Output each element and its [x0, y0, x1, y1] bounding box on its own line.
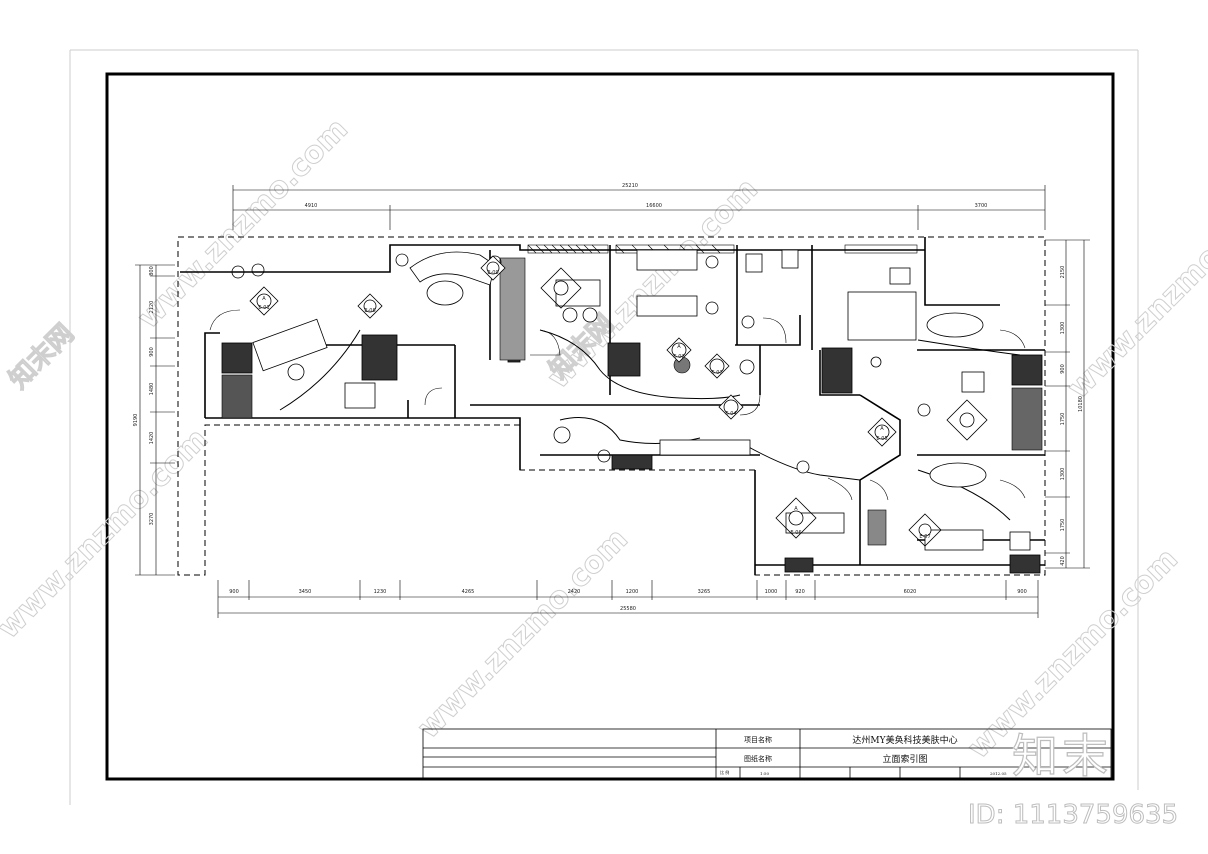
dim-bottom-seg-7: 3265	[698, 589, 711, 595]
elevation-tag-4: E-04	[725, 411, 736, 417]
dim-left-seg-1: 800	[149, 266, 155, 276]
dim-right-seg-3: 900	[1060, 364, 1066, 374]
dim-right-seg-4: 1750	[1060, 413, 1066, 426]
view-letter-3: A	[794, 506, 798, 512]
scale-label: 比 例	[720, 769, 729, 775]
drawing-name: 立面索引图	[882, 753, 927, 765]
left-dimension-chain	[135, 264, 175, 576]
elevation-tag-2: E-02	[673, 354, 684, 360]
dim-bottom-seg-8: 1000	[765, 589, 778, 595]
elevation-tag-8: E-08	[364, 308, 375, 314]
dim-right-seg-1: 2150	[1060, 266, 1066, 279]
stone-strips	[221, 257, 1043, 546]
elevation-tag-9: E-09	[487, 270, 498, 276]
dim-left-seg-5: 1420	[149, 432, 155, 445]
top-dimension-chain	[232, 185, 1046, 230]
dim-bottom-seg-2: 3450	[299, 589, 312, 595]
cabinet-strip	[527, 244, 918, 254]
dim-bottom-seg-6: 1200	[626, 589, 639, 595]
view-letter-2: A	[880, 426, 884, 432]
watermark-site-1: www.znzmo.com	[131, 112, 355, 336]
door-swings	[209, 309, 1026, 501]
elevation-tag-7: E-07	[919, 534, 930, 540]
project-name: 达州MY美奂科技美肤中心	[852, 734, 957, 746]
dim-top-total: 25210	[622, 183, 638, 189]
plant-symbols	[231, 253, 882, 463]
dim-left-total: 9190	[133, 414, 139, 427]
dim-right-seg-2: 1300	[1060, 322, 1066, 335]
elevation-tag-6: E-06	[790, 530, 801, 536]
project-label: 项目名称	[744, 735, 772, 744]
dim-right-seg-7: 420	[1060, 556, 1066, 566]
dim-right-total: 10180	[1078, 396, 1084, 412]
dim-bottom-seg-3: 1230	[374, 589, 387, 595]
dim-bottom-seg-5: 2420	[568, 589, 581, 595]
scale-value: 1:50	[760, 771, 769, 776]
elevation-tag-1: E-01	[258, 305, 269, 311]
dim-left-seg-2: 2120	[149, 301, 155, 314]
elevation-tags: E-01 E-02 E-03 E-04 E-05 E-06 E-07 E-08 …	[258, 270, 930, 540]
brand-logo: 知末	[1011, 728, 1112, 783]
dim-bottom-seg-11: 900	[1017, 589, 1027, 595]
dim-bottom-total: 25580	[620, 606, 636, 612]
drawing-frame	[105, 72, 1115, 781]
dim-left-seg-4: 1480	[149, 383, 155, 396]
dim-left-seg-6: 3270	[149, 513, 155, 526]
elevation-tag-5: E-05	[876, 436, 887, 442]
watermark-site-5: www.znzmo.com	[411, 522, 635, 746]
dim-top-seg-3: 3700	[975, 203, 988, 209]
watermark-site-3: www.znzmo.com	[1061, 182, 1208, 406]
date-value: 2012.05	[990, 771, 1007, 776]
drawing-label: 图纸名称	[744, 754, 772, 763]
image-id-label: ID: 1113759635	[967, 800, 1179, 831]
dim-right-seg-6: 1750	[1060, 519, 1066, 532]
view-letter-1: A	[262, 296, 266, 302]
elevation-tag-3: E-03	[711, 370, 722, 376]
dim-left-seg-3: 900	[149, 347, 155, 357]
watermark-brand-1: 知末网	[4, 319, 80, 395]
dim-bottom-seg-4: 4265	[462, 589, 475, 595]
view-letter-4: A	[677, 344, 681, 350]
dim-bottom-seg-9: 920	[795, 589, 805, 595]
elevation-markers	[249, 255, 988, 547]
furniture	[252, 249, 1031, 551]
bottom-dimension-chain	[217, 580, 1039, 618]
dim-right-seg-5: 1300	[1060, 468, 1066, 481]
dim-bottom-seg-1: 900	[229, 589, 239, 595]
right-dimension-chain	[1045, 239, 1090, 569]
dim-bottom-seg-10: 6020	[904, 589, 917, 595]
title-block	[422, 728, 1112, 779]
dim-top-seg-1: 4910	[305, 203, 318, 209]
dim-top-seg-2: 16600	[646, 203, 662, 209]
